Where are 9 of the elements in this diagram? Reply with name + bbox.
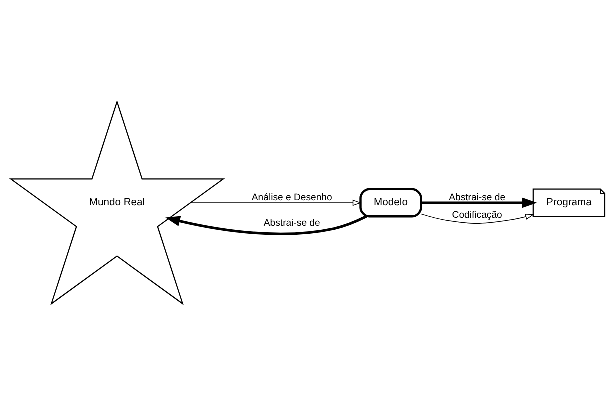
arrow <box>166 215 368 235</box>
edge-label: Codificação <box>452 210 502 221</box>
arrow <box>190 199 362 206</box>
edge-label: Abstrai-se de <box>264 218 320 229</box>
arrow <box>421 197 538 208</box>
edge-label: Abstrai-se de <box>449 192 506 203</box>
edge-label: Análise e Desenho <box>252 192 332 203</box>
node-box: Modelo <box>360 188 422 218</box>
arrow <box>420 213 534 224</box>
